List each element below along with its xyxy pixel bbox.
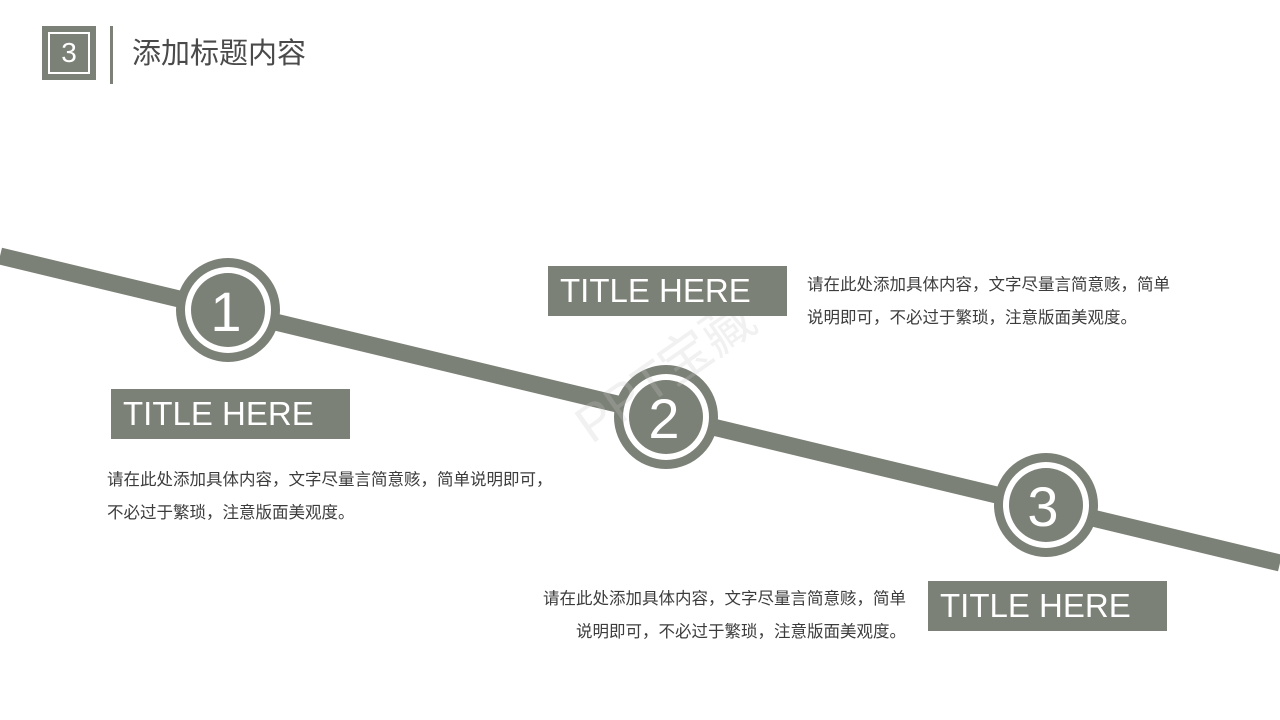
milestone-3-desc-line1: 请在此处添加具体内容，文字尽量言简意赅，简单 xyxy=(543,589,906,608)
milestone-3-desc-line2: 说明即可，不必过于繁琐，注意版面美观度。 xyxy=(576,622,906,641)
milestone-2-marker: 2 xyxy=(614,365,718,469)
milestone-1-title: TITLE HERE xyxy=(111,389,350,439)
milestone-2-number: 2 xyxy=(648,387,679,450)
section-number-badge: 3 xyxy=(42,26,96,80)
milestone-2-desc-line2: 说明即可，不必过于繁琐，注意版面美观度。 xyxy=(807,308,1137,327)
milestone-2-title: TITLE HERE xyxy=(548,266,787,316)
milestone-3-marker: 3 xyxy=(994,453,1098,557)
milestone-1-marker: 1 xyxy=(176,258,280,362)
milestone-1-description: 请在此处添加具体内容，文字尽量言简意赅，简单说明即可， 不必过于繁琐，注意版面美… xyxy=(107,463,553,529)
header-divider xyxy=(110,26,113,84)
page-title: 添加标题内容 xyxy=(132,36,307,70)
milestone-1-desc-line2: 不必过于繁琐，注意版面美观度。 xyxy=(107,503,355,522)
milestone-1-desc-line1: 请在此处添加具体内容，文字尽量言简意赅，简单说明即可， xyxy=(107,470,553,489)
milestone-2-description: 请在此处添加具体内容，文字尽量言简意赅，简单 说明即可，不必过于繁琐，注意版面美… xyxy=(807,268,1170,334)
milestone-3-number: 3 xyxy=(1027,475,1058,538)
milestone-3-title: TITLE HERE xyxy=(928,581,1167,631)
section-number: 3 xyxy=(48,32,90,74)
milestone-1-number: 1 xyxy=(210,280,241,343)
milestone-3-description: 请在此处添加具体内容，文字尽量言简意赅，简单 说明即可，不必过于繁琐，注意版面美… xyxy=(543,582,906,648)
milestone-2-desc-line1: 请在此处添加具体内容，文字尽量言简意赅，简单 xyxy=(807,275,1170,294)
